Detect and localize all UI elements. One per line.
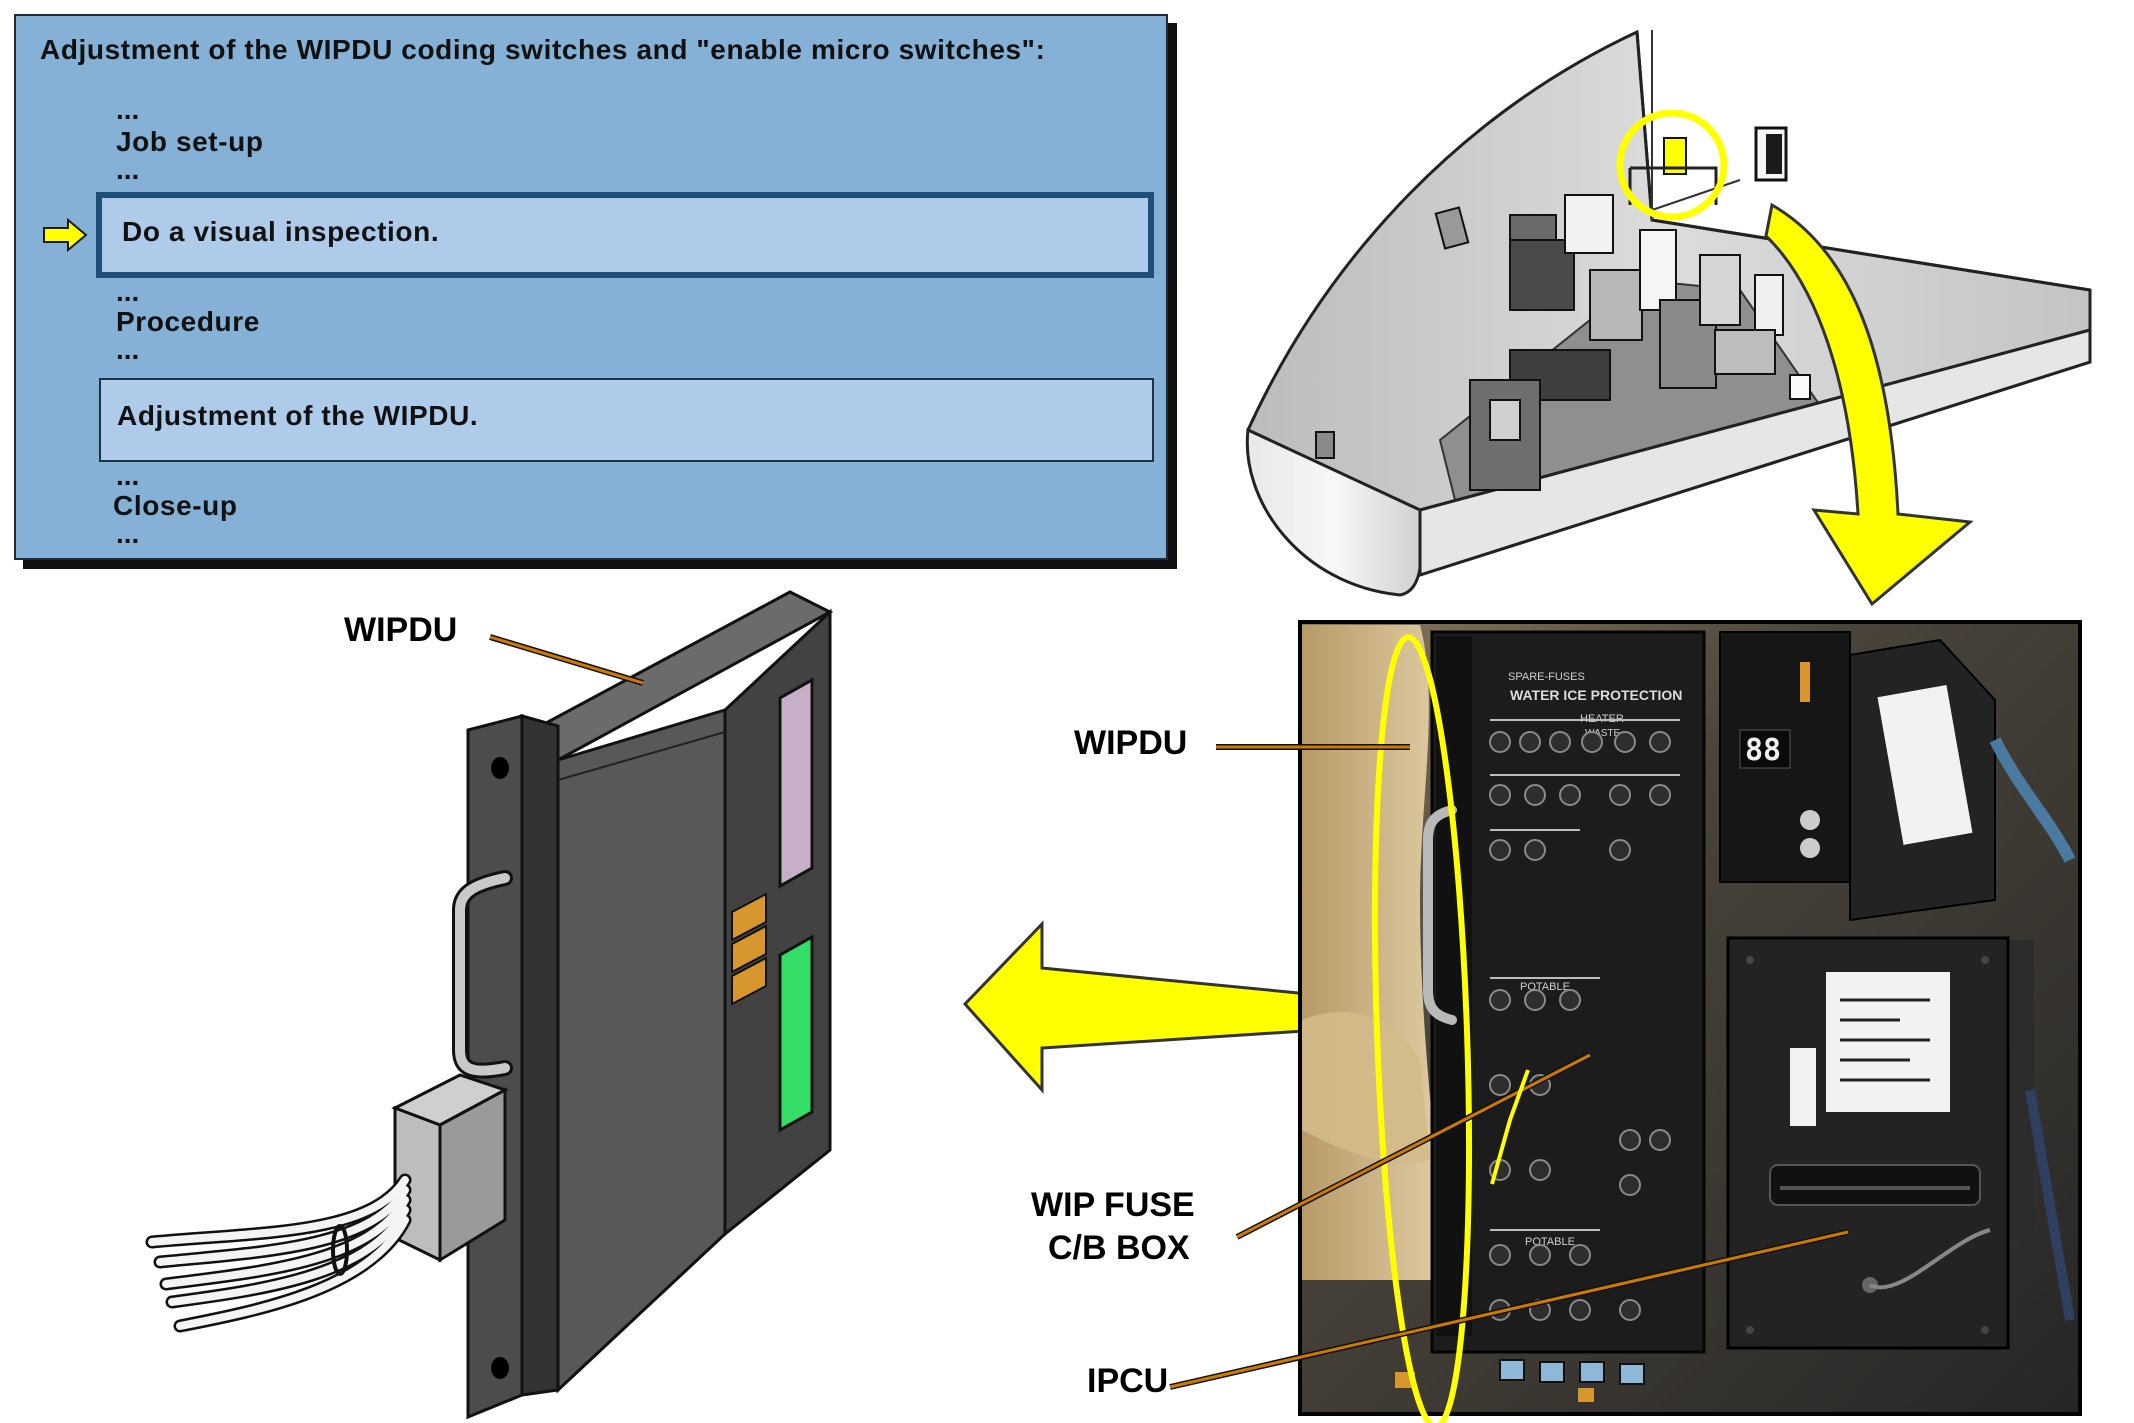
coding-switch: [731, 892, 767, 942]
step-procedure[interactable]: Procedure: [116, 306, 260, 337]
installation-photo: WATER ICE PROTECTION SPARE-FUSES HEATER …: [1298, 620, 2082, 1423]
label-wipdu-photo: WIPDU: [1074, 724, 1188, 762]
coding-switch: [731, 924, 767, 974]
wipdu-unit-drawing: [145, 590, 834, 1420]
ellipsis: ...: [116, 276, 140, 307]
green-window: [778, 934, 814, 1133]
step-visual-inspection[interactable]: Do a visual inspection.: [96, 192, 1154, 278]
task-title: Adjustment of the WIPDU coding switches …: [40, 34, 1046, 65]
fuse-box-pointer: [1490, 1069, 1530, 1185]
mounting-screw: [491, 1357, 509, 1379]
ellipsis: ...: [116, 518, 140, 549]
panel-potable: POTABLE: [1525, 1236, 1575, 1248]
step-adjustment[interactable]: Adjustment of the WIPDU.: [99, 378, 1154, 462]
panel-spare: SPARE-FUSES: [1508, 671, 1585, 683]
step-job-setup[interactable]: Job set-up: [116, 126, 264, 157]
mounting-screw: [491, 757, 509, 779]
label-fuse-box-line1: WIP FUSE: [1031, 1186, 1195, 1224]
cable-tie: [331, 1224, 349, 1276]
ellipsis: ...: [116, 154, 140, 185]
arrow-left-icon: [962, 920, 1352, 1094]
ellipsis: ...: [116, 94, 140, 125]
ellipsis: ...: [116, 334, 140, 365]
task-panel: Adjustment of the WIPDU coding switches …: [14, 14, 1168, 560]
ipcu-label: [1826, 972, 1950, 1112]
coding-switch: [731, 956, 767, 1006]
wire-bundle: [148, 1176, 409, 1330]
photo-handle: [1423, 805, 1457, 1025]
label-wipdu-drawing: WIPDU: [344, 611, 458, 649]
step-close-up[interactable]: Close-up: [113, 490, 238, 521]
label-fuse-box-line2: C/B BOX: [1048, 1229, 1190, 1267]
panel-waste: WASTE: [1585, 728, 1621, 739]
wipdu-highlight-ellipse: [1371, 634, 1473, 1423]
digital-display: 88: [1745, 733, 1781, 768]
wipdu-location-circle: [1616, 109, 1728, 221]
curved-arrow-down-icon: [1764, 202, 1974, 607]
arrow-right-icon: [43, 218, 88, 252]
panel-potable: POTABLE: [1520, 981, 1570, 993]
label-sticker: [1877, 685, 1973, 845]
panel-heading: WATER ICE PROTECTION: [1510, 687, 1682, 703]
step-adjustment-label: Adjustment of the WIPDU.: [117, 400, 479, 431]
circuit-breakers: [1489, 731, 1671, 1321]
label-ipcu: IPCU: [1087, 1362, 1169, 1400]
fuselage-cutaway: [1245, 29, 2092, 597]
step-visual-inspection-label: Do a visual inspection.: [122, 216, 440, 247]
ellipsis: ...: [116, 460, 140, 491]
lilac-window: [778, 677, 814, 889]
